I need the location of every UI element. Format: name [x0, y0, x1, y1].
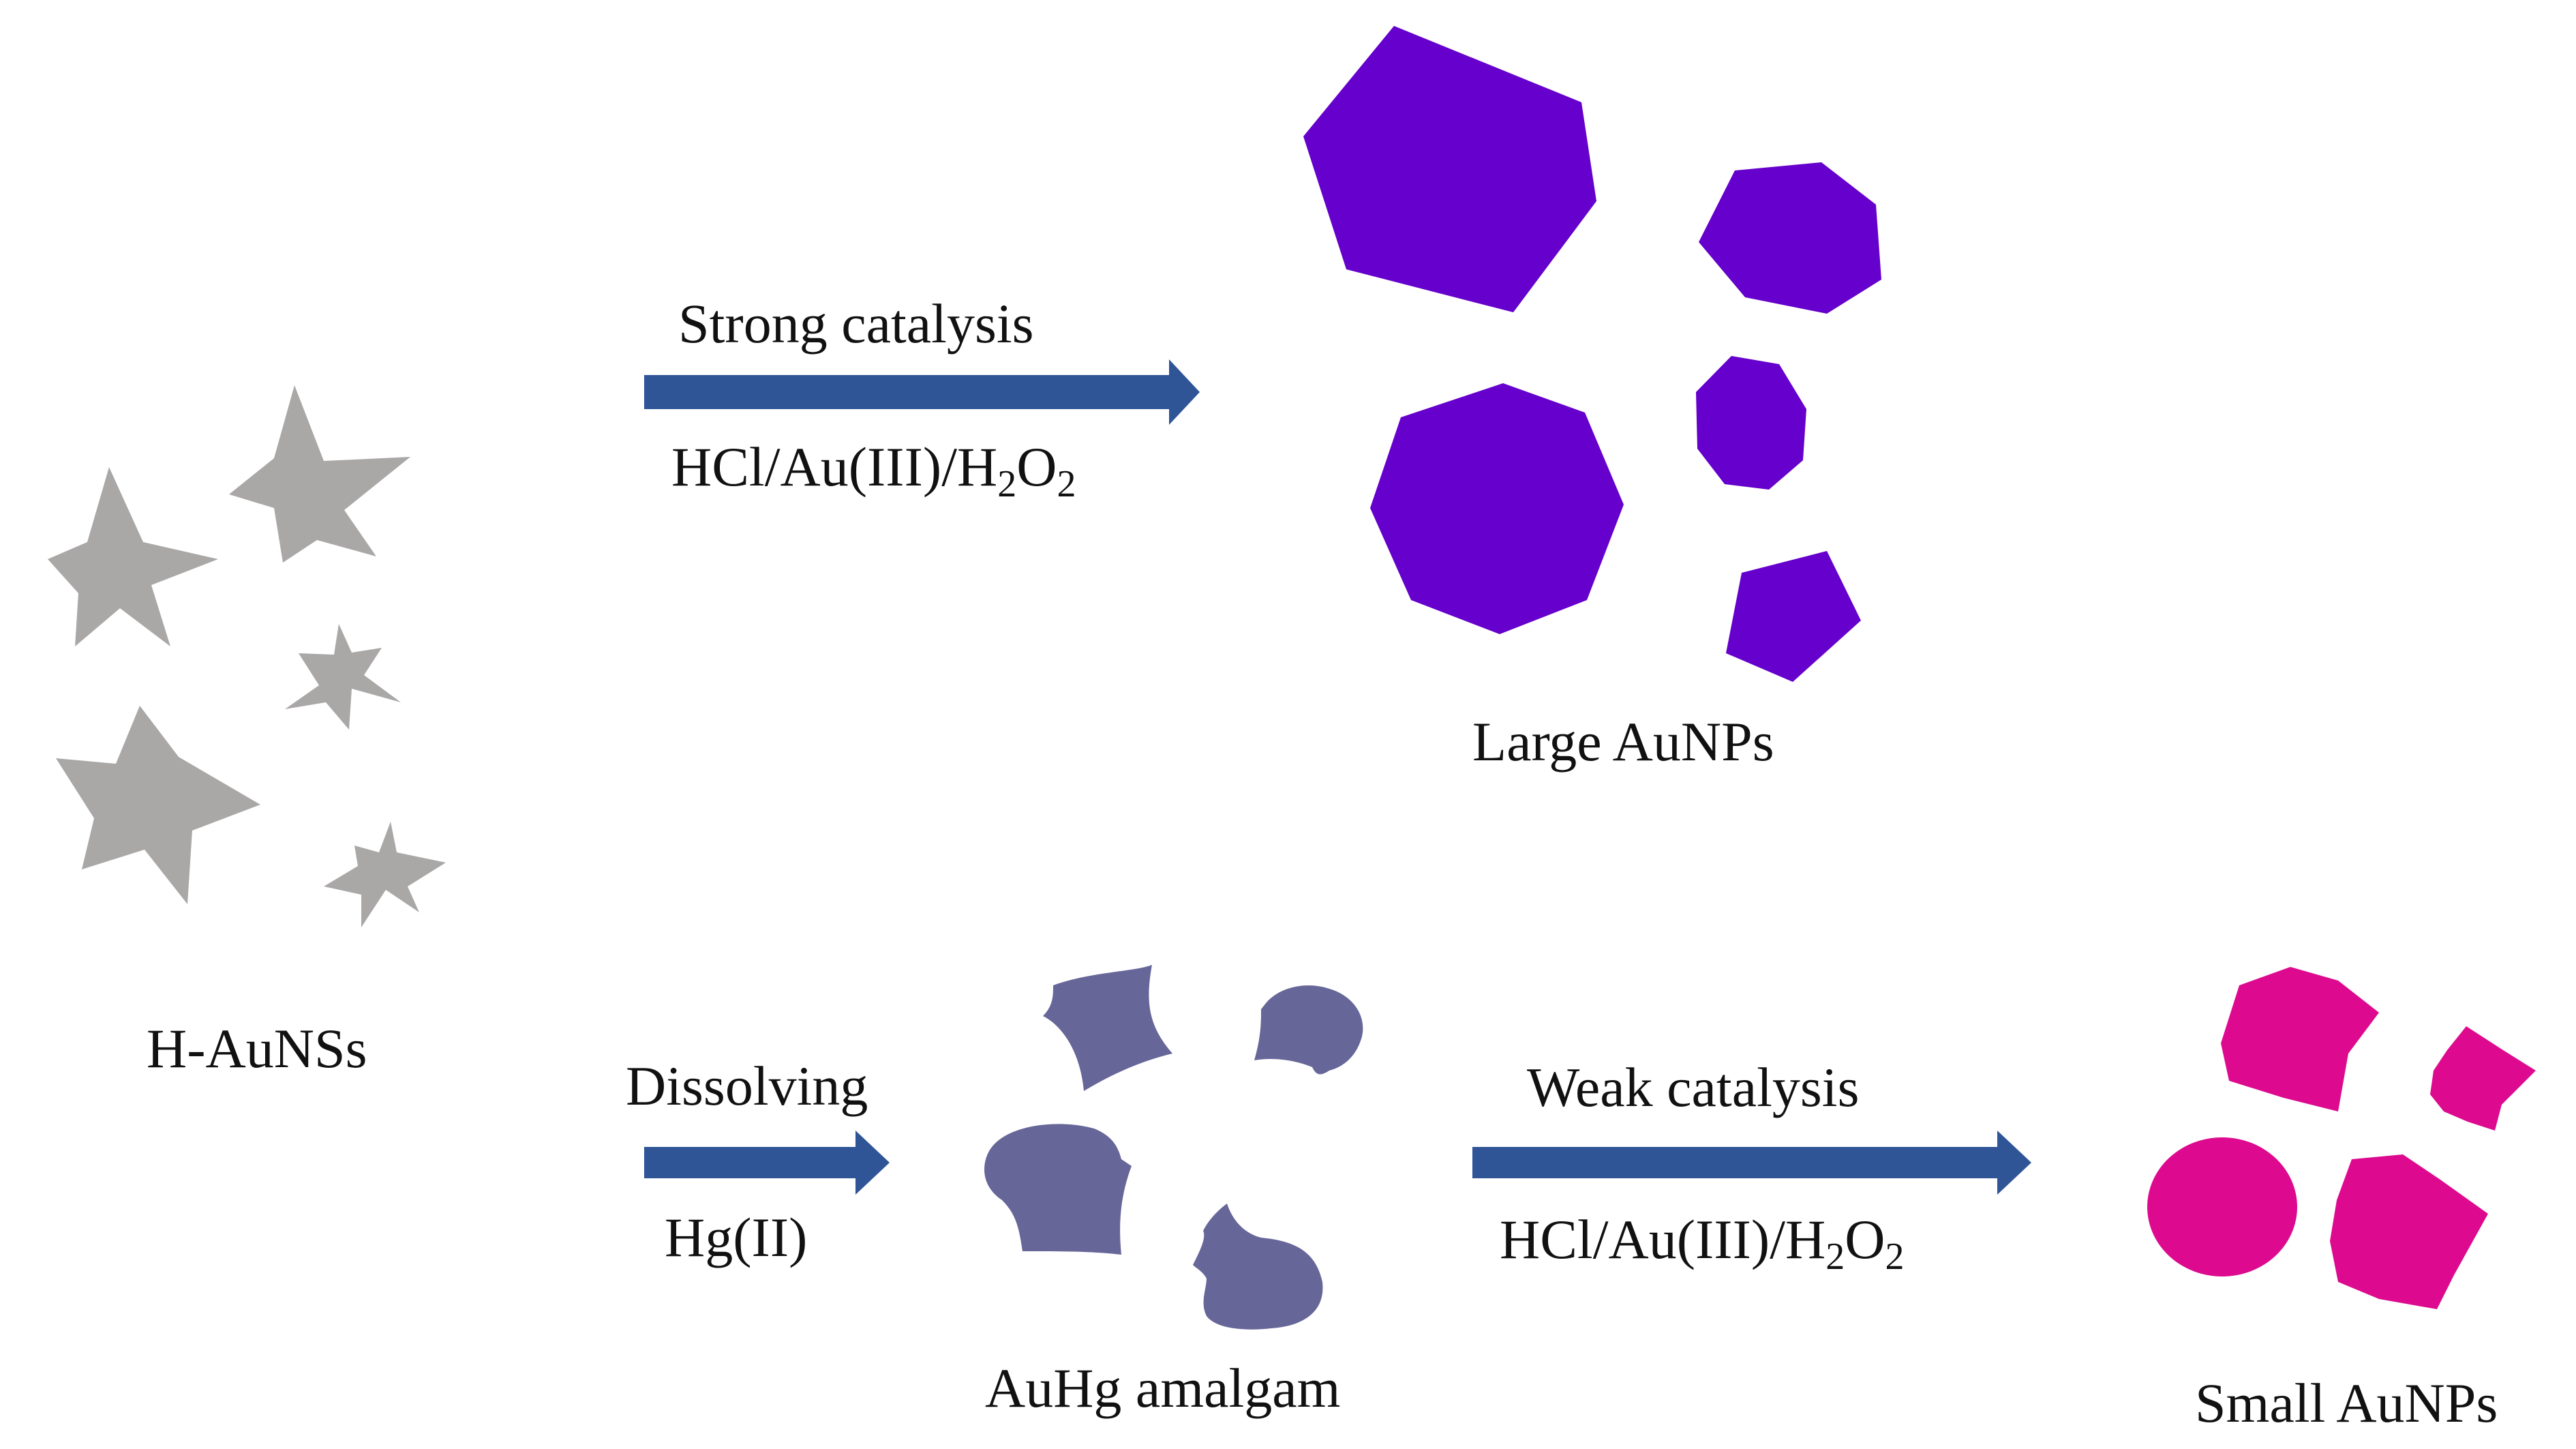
reagent-subscript: 2 [997, 463, 1016, 505]
small-particle [2430, 1026, 2536, 1131]
dissolving-arrow [644, 1131, 890, 1195]
large-particle [1370, 383, 1624, 634]
large-particle [1696, 356, 1806, 490]
weak-reagents-label: HCl/Au(III)/H2O2 [1500, 1208, 1904, 1278]
small-particle [2330, 1154, 2488, 1309]
auhg-amalgam-particles [984, 965, 1363, 1330]
h-aunss-label: H-AuNSs [147, 1017, 367, 1079]
reagent-text: O [1845, 1208, 1885, 1270]
large-particle [1699, 162, 1881, 314]
reagent-subscript: 2 [1057, 463, 1076, 505]
weak-catalysis-label: Weak catalysis [1527, 1056, 1859, 1118]
hg-label: Hg(II) [665, 1206, 807, 1268]
strong-catalysis-label: Strong catalysis [678, 293, 1034, 355]
star-particle [285, 624, 401, 730]
star-particle [48, 467, 218, 646]
star-particle [229, 385, 410, 563]
strong-reagents-label: HCl/Au(III)/H2O2 [671, 436, 1076, 505]
amalgam-particle [1193, 1204, 1323, 1330]
small-aunps-label: Small AuNPs [2195, 1372, 2498, 1434]
small-aunps [2147, 967, 2536, 1309]
reagent-text: HCl/Au(III)/H [1500, 1208, 1825, 1270]
large-aunps [1303, 26, 1881, 682]
small-particle [2147, 1137, 2297, 1276]
star-particle [324, 822, 446, 927]
star-nanoparticles [48, 385, 446, 927]
large-particle [1303, 26, 1596, 312]
reagent-text: HCl/Au(III)/H [671, 436, 997, 498]
reagent-subscript: 2 [1885, 1236, 1904, 1278]
amalgam-particle [984, 1124, 1132, 1255]
weak-catalysis-arrow [1472, 1131, 2031, 1195]
star-particle [56, 706, 260, 904]
reagent-subscript: 2 [1825, 1236, 1845, 1278]
small-particle [2221, 967, 2379, 1111]
auhg-amalgam-label: AuHg amalgam [985, 1357, 1340, 1419]
reagent-text: O [1016, 436, 1057, 498]
strong-catalysis-arrow [644, 359, 1200, 425]
dissolving-label: Dissolving [626, 1055, 868, 1117]
amalgam-particle [1043, 965, 1172, 1091]
large-particle [1726, 551, 1861, 682]
large-aunps-label: Large AuNPs [1472, 711, 1774, 773]
amalgam-particle [1254, 985, 1363, 1075]
